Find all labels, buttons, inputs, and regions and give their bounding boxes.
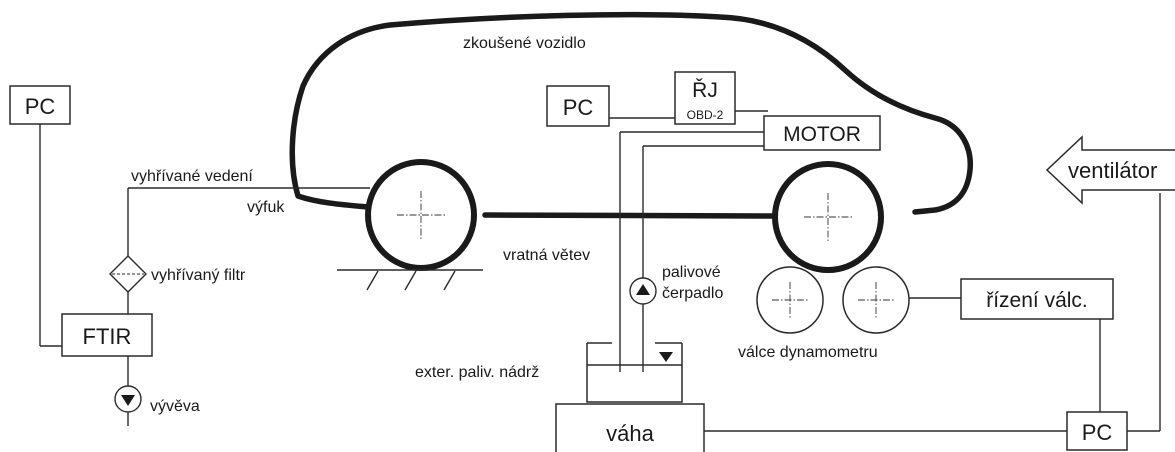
- rear-wheel: [772, 161, 884, 273]
- pc-obd-label: PC: [563, 95, 594, 120]
- roller-control-label: řízení válc.: [986, 289, 1088, 312]
- pc-obd-box: [546, 85, 610, 127]
- dyno-rollers-label: válce dynamometru: [738, 344, 878, 361]
- vacuum-pump-label: vývěva: [150, 398, 200, 415]
- ftir-box: [61, 313, 153, 357]
- ftir-label: FTIR: [83, 324, 132, 349]
- ecu-label: ŘJ: [692, 79, 718, 102]
- external-tank-label: exter. paliv. nádrž: [415, 364, 539, 381]
- fuel-lines: [619, 131, 764, 372]
- fan-arrow: [1045, 135, 1175, 205]
- heated-filter-label: vyhřívaný filtr: [151, 267, 246, 284]
- roller-control-box: [960, 278, 1114, 320]
- heated-line-label: vyhřívané vedení: [131, 168, 253, 185]
- motor-box: [763, 115, 881, 151]
- fan-label: ventilátor: [1068, 158, 1157, 183]
- fuel-pump-label-1: palivové: [662, 264, 721, 281]
- motor-label: MOTOR: [783, 123, 861, 146]
- exhaust-label: výfuk: [247, 199, 285, 216]
- sampling-lines: [39, 124, 370, 426]
- vacuum-pump-symbol: [114, 385, 142, 413]
- scale-label: váha: [606, 421, 654, 446]
- vehicle-label: zkoušené vozidlo: [463, 35, 586, 52]
- car-sill: [482, 212, 778, 219]
- pc-left-box: [9, 85, 71, 125]
- fuel-pump-label-2: čerpadlo: [662, 285, 723, 302]
- front-wheel: [365, 159, 477, 271]
- obd-label: OBD-2: [687, 108, 724, 122]
- pc-right-label: PC: [1082, 420, 1113, 445]
- return-branch-label: vratná větev: [503, 247, 590, 264]
- scale-box: [555, 403, 705, 452]
- car-body: [289, 11, 973, 215]
- external-tank: [586, 342, 683, 403]
- heated-filter-symbol: [109, 255, 147, 293]
- pc-left-label: PC: [25, 94, 56, 119]
- pc-right-box: [1066, 411, 1128, 451]
- ecu-box: [674, 71, 736, 125]
- ground-symbol: [337, 269, 483, 291]
- fuel-pump-symbol: [629, 277, 657, 305]
